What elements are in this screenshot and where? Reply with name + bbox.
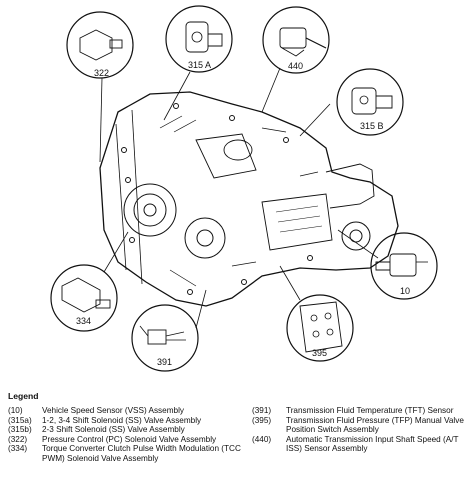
callout-label-440: 440 bbox=[288, 61, 303, 71]
legend-item: (10) Vehicle Speed Sensor (VSS) Assembly bbox=[8, 406, 246, 416]
legend-text: 2-3 Shift Solenoid (SS) Valve Assembly bbox=[42, 425, 185, 435]
transmission-diagram: 322 315 A 440 315 B 10 334 391 395 bbox=[50, 5, 438, 372]
legend-text: Transmission Fluid Temperature (TFT) Sen… bbox=[286, 406, 454, 415]
transmission-body bbox=[99, 91, 399, 307]
legend-text: Torque Converter Clutch Pulse Width Modu… bbox=[42, 444, 241, 463]
legend-code: (322) bbox=[8, 434, 28, 444]
legend-item: (334) Torque Converter Clutch Pulse Widt… bbox=[8, 444, 246, 463]
legend-item: (315b) 2-3 Shift Solenoid (SS) Valve Ass… bbox=[8, 425, 246, 435]
legend-code: (391) bbox=[252, 406, 272, 415]
legend-code: (315a) bbox=[8, 415, 32, 425]
legend-title: Legend bbox=[8, 391, 39, 401]
callout-label-322: 322 bbox=[94, 68, 109, 78]
legend-text: Transmission Fluid Pressure (TFP) Manual… bbox=[286, 415, 464, 435]
legend-item: (395) Transmission Fluid Pressure (TFP) … bbox=[252, 416, 468, 435]
callout-label-334: 334 bbox=[76, 316, 91, 326]
leader-lines bbox=[99, 67, 379, 329]
callout-label-315a: 315 A bbox=[188, 60, 211, 70]
legend-item: (440) Automatic Transmission Input Shaft… bbox=[252, 435, 468, 454]
legend-code: (334) bbox=[8, 444, 28, 454]
legend-text: Vehicle Speed Sensor (VSS) Assembly bbox=[42, 406, 184, 415]
legend-code: (10) bbox=[8, 406, 23, 415]
callout-label-391: 391 bbox=[157, 357, 172, 367]
callout-circle-440 bbox=[262, 6, 330, 74]
callout-label-315b: 315 B bbox=[360, 121, 384, 131]
legend-column-left: (10) Vehicle Speed Sensor (VSS) Assembly… bbox=[8, 406, 246, 464]
legend-code: (440) bbox=[252, 434, 272, 444]
legend: Legend (10) Vehicle Speed Sensor (VSS) A… bbox=[8, 391, 468, 488]
callout-circle-395 bbox=[286, 294, 354, 362]
callout-circle-315b bbox=[336, 68, 404, 136]
callout-circle-391 bbox=[131, 304, 199, 372]
legend-text: Pressure Control (PC) Solenoid Valve Ass… bbox=[42, 434, 217, 444]
legend-item: (322) Pressure Control (PC) Solenoid Val… bbox=[8, 435, 246, 445]
callout-circle-322 bbox=[66, 11, 134, 79]
legend-code: (395) bbox=[252, 415, 272, 425]
callout-label-395: 395 bbox=[312, 348, 327, 358]
legend-item: (391) Transmission Fluid Temperature (TF… bbox=[252, 406, 468, 416]
legend-text: Automatic Transmission Input Shaft Speed… bbox=[286, 434, 459, 454]
callout-label-10: 10 bbox=[400, 286, 410, 296]
legend-column-right: (391) Transmission Fluid Temperature (TF… bbox=[252, 406, 468, 454]
legend-code: (315b) bbox=[8, 425, 32, 435]
legend-text: 1-2, 3-4 Shift Solenoid (SS) Valve Assem… bbox=[42, 415, 202, 425]
callout-circle-315a bbox=[165, 5, 233, 73]
legend-item: (315a) 1-2, 3-4 Shift Solenoid (SS) Valv… bbox=[8, 416, 246, 426]
callout-circle-334 bbox=[50, 264, 118, 332]
callout-circle-10 bbox=[370, 232, 438, 300]
